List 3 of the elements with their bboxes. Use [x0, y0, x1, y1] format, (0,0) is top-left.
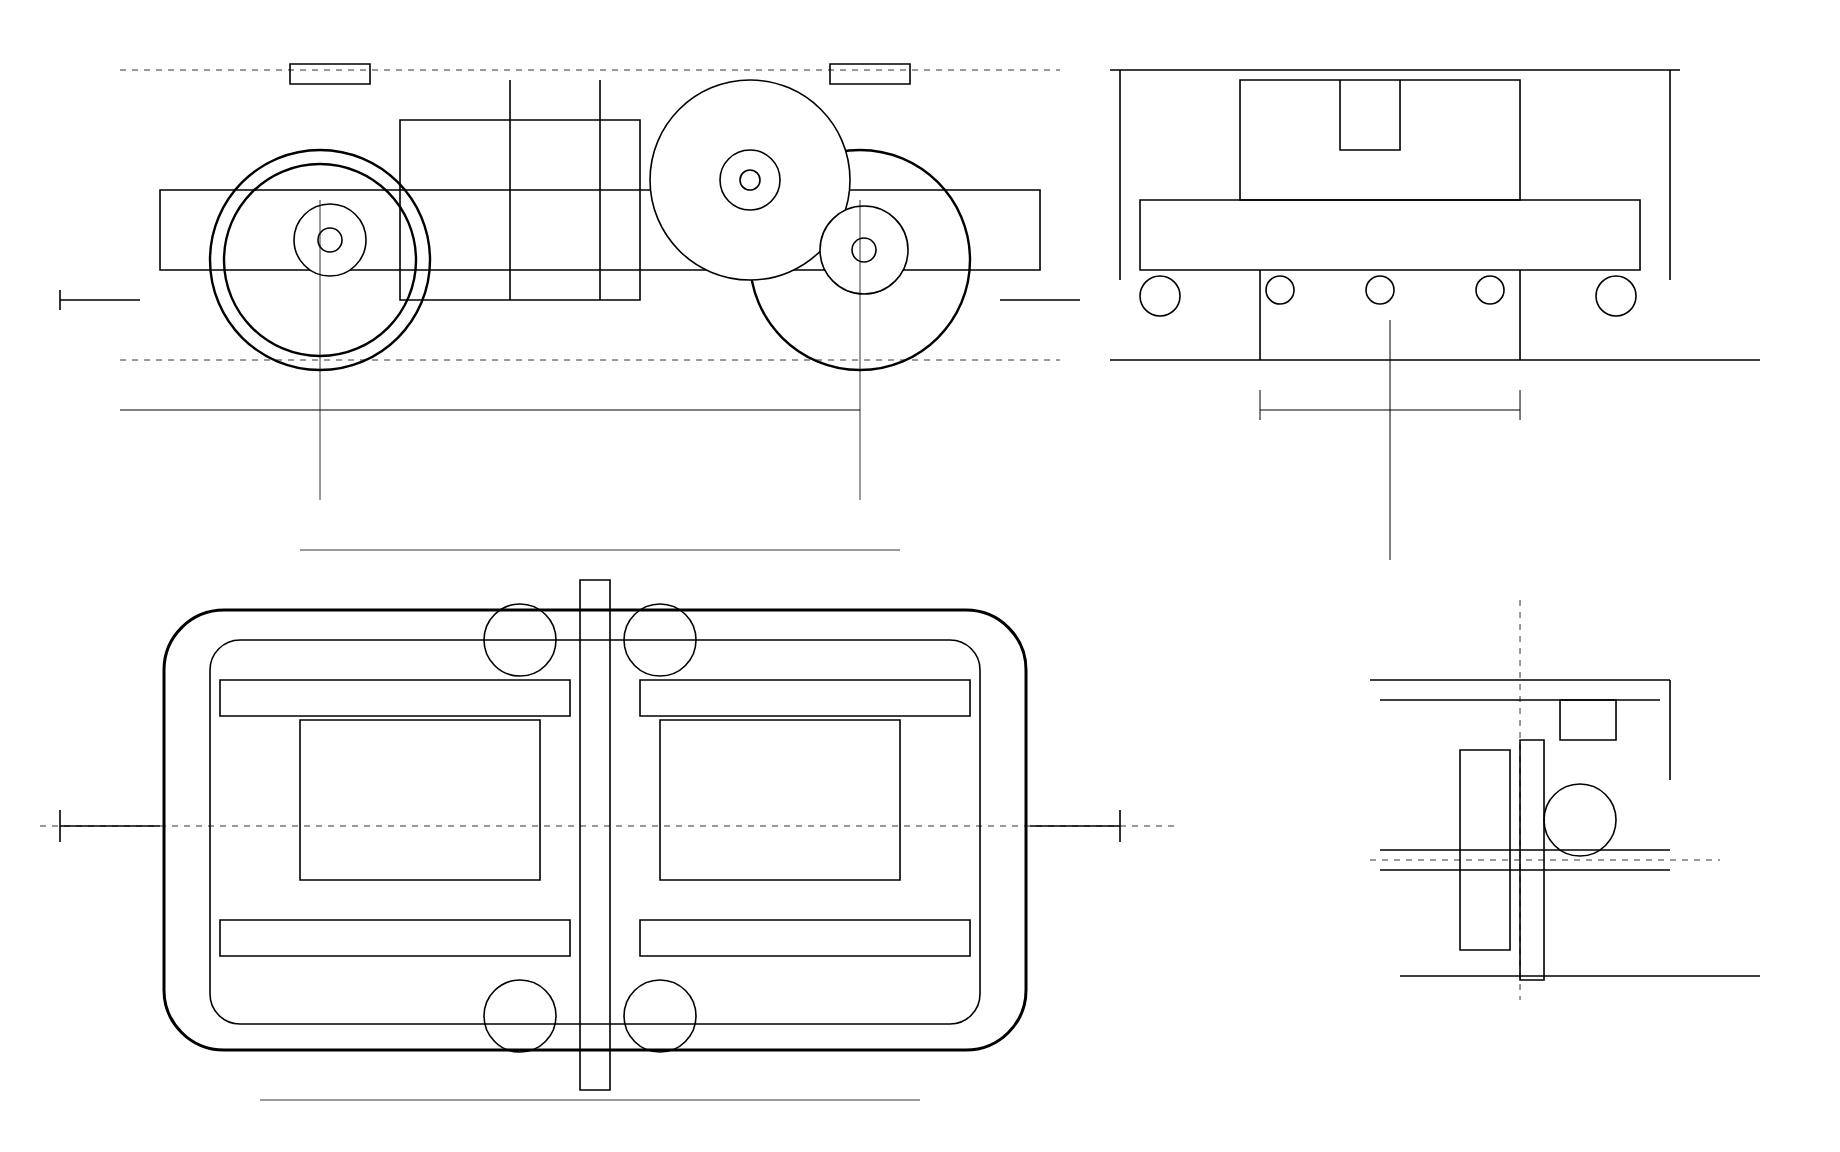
side-view-drawing: [59, 63, 1081, 501]
end-view-drawing: [1109, 69, 1761, 561]
detail-view-drawing: [1369, 599, 1761, 1001]
